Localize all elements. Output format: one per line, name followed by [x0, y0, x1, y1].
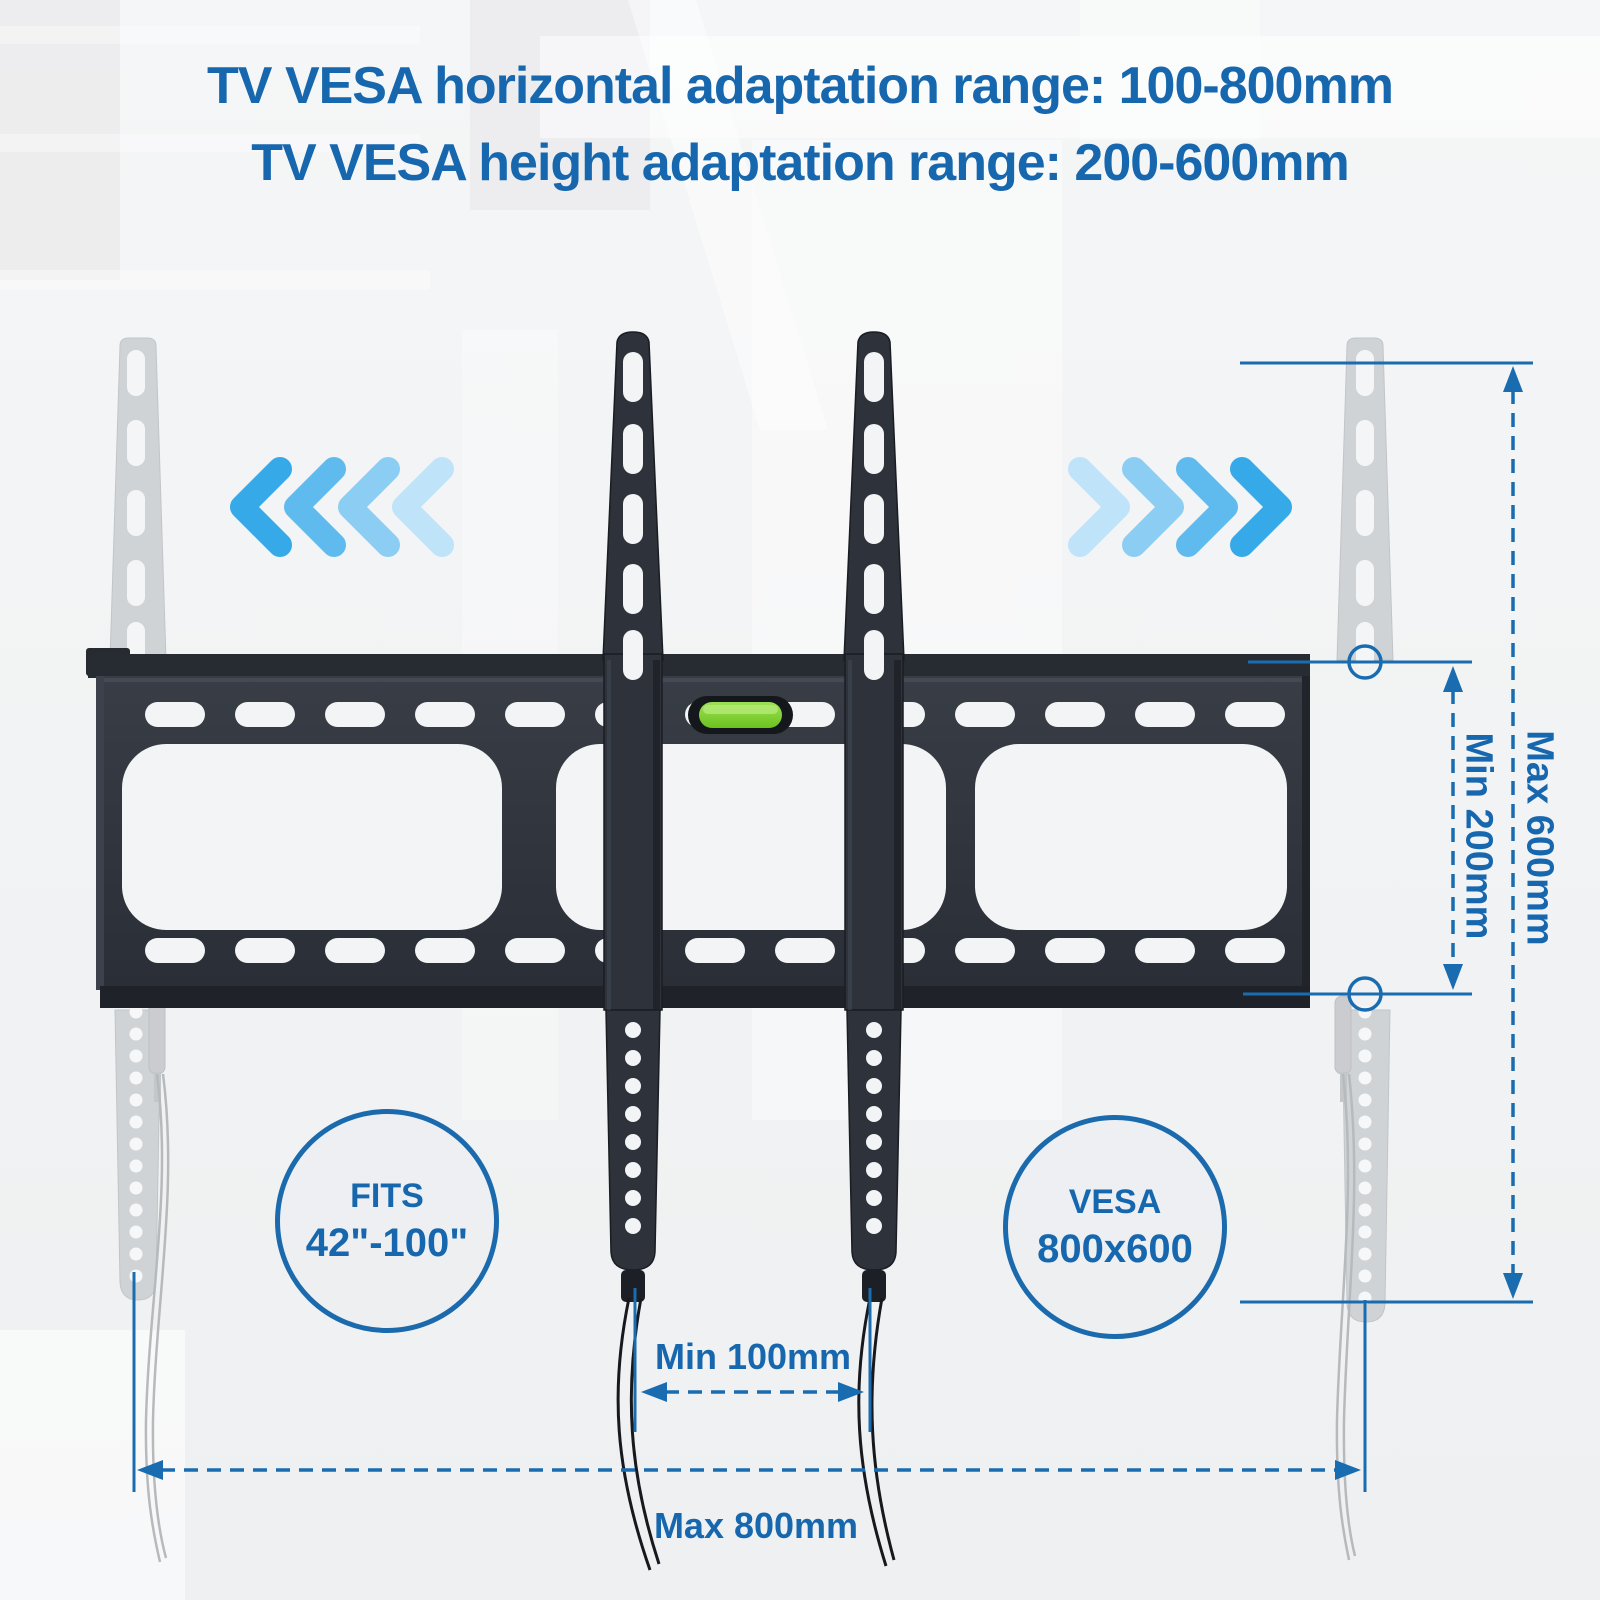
min-width-dimension-label: Min 100mm	[654, 1336, 852, 1377]
min-height-dimension-label: Min 200mm	[1457, 732, 1500, 940]
title-line-2: TV VESA height adaptation range: 200-600…	[251, 134, 1349, 192]
fits-badge-value: 42"-100"	[305, 1221, 469, 1266]
right-tv-bracket	[843, 331, 905, 1567]
plate-windows	[122, 744, 1287, 930]
title-line-1: TV VESA horizontal adaptation range: 100…	[207, 57, 1394, 115]
vesa-badge-label: VESA	[1068, 1182, 1162, 1221]
left-ghost-safety-wire	[144, 1073, 170, 1563]
fits-size-badge: FITS 42"-100"	[275, 1109, 499, 1333]
vesa-badge: VESA 800x600	[1003, 1115, 1227, 1339]
right-ghost-safety-wire	[1335, 1073, 1357, 1561]
max-width-dimension-label: Max 800mm	[653, 1505, 859, 1546]
bubble-level-icon	[688, 696, 793, 734]
right-bracket-safety-wire	[857, 1297, 896, 1567]
left-ghost-bracket	[109, 337, 170, 1563]
vesa-hole-marker-bottom	[1347, 976, 1383, 1012]
right-ghost-bracket	[1334, 337, 1394, 1561]
chevron-right-icon	[1068, 457, 1292, 557]
vesa-badge-value: 800x600	[1037, 1227, 1193, 1272]
max-height-dimension-label: Max 600mm	[1518, 730, 1561, 946]
dimension-lines	[132, 361, 1533, 1492]
wall-plate	[86, 648, 1310, 1008]
dimension-arrowheads	[137, 366, 1523, 1480]
vesa-hole-marker-top	[1347, 644, 1383, 680]
chevron-left-icon	[230, 457, 454, 557]
left-tv-bracket	[602, 331, 664, 1571]
fits-badge-label: FITS	[350, 1176, 424, 1215]
